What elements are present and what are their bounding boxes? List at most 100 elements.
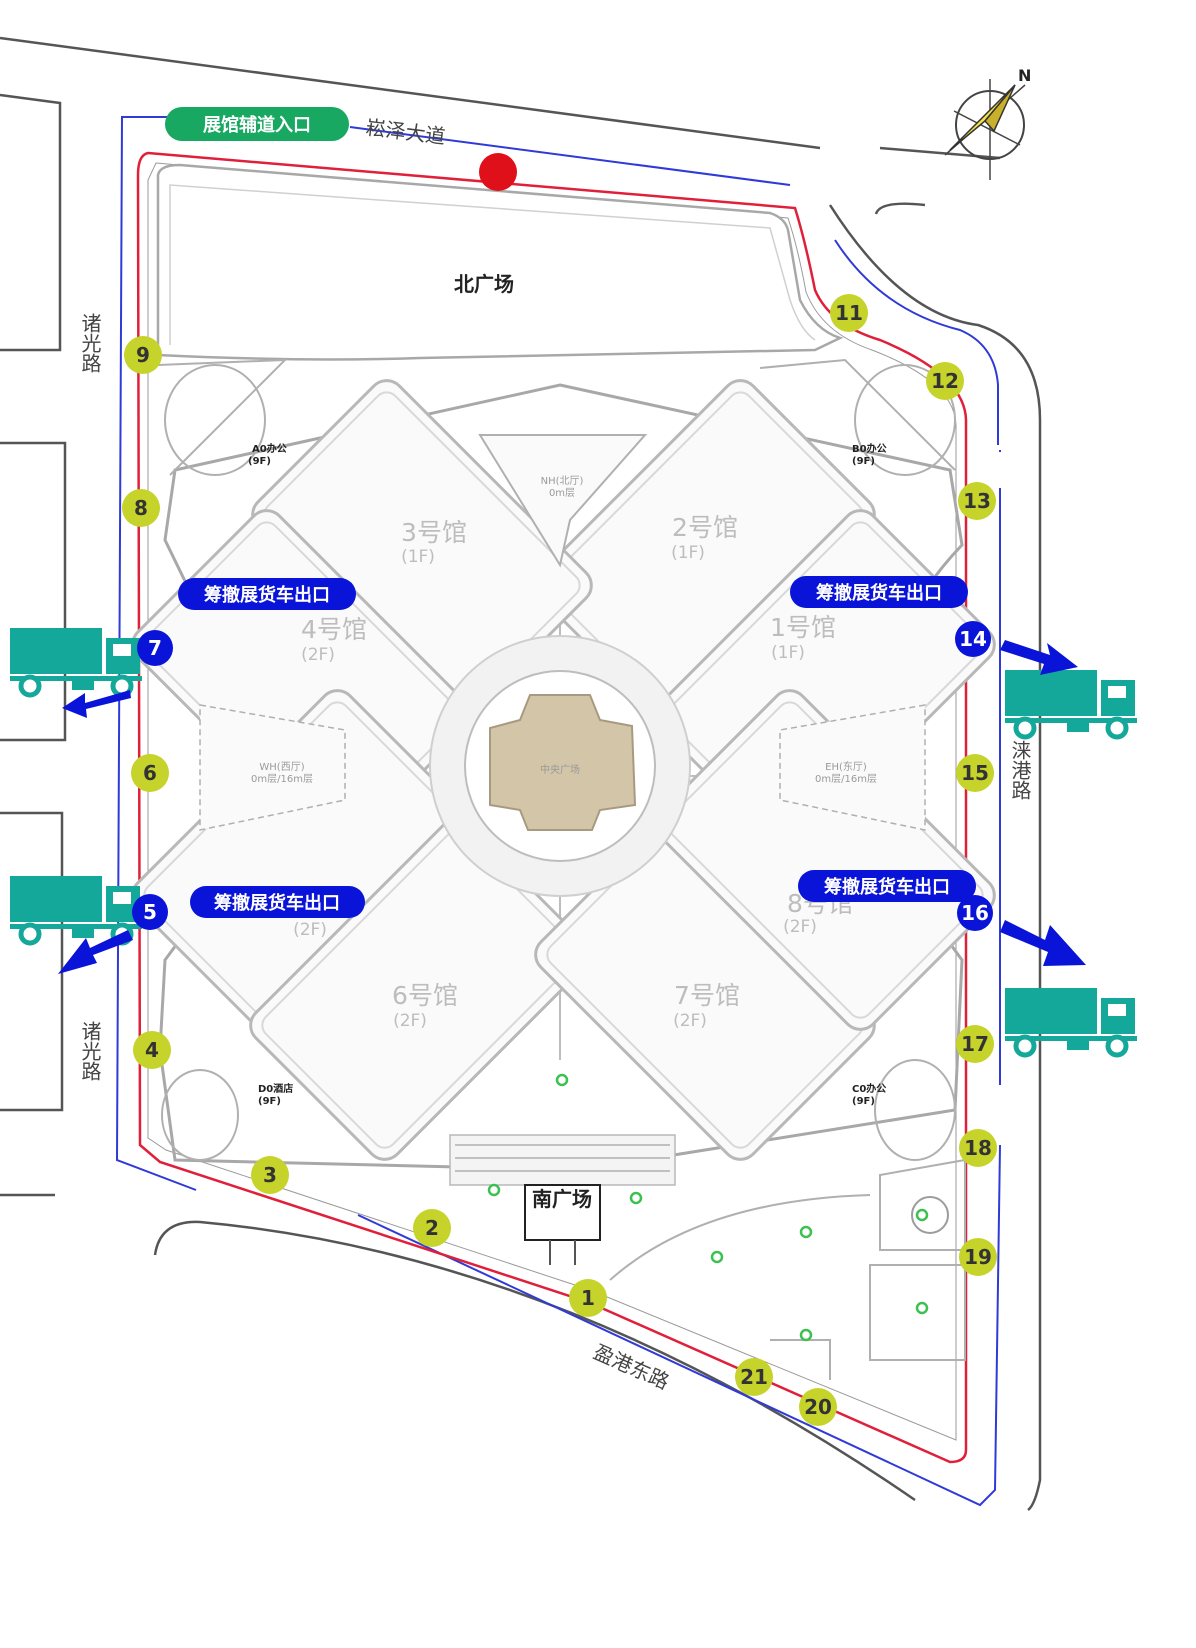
svg-text:15: 15 (961, 761, 989, 785)
hall-6-floor: (2F) (393, 1011, 427, 1031)
hall-3-floor: (1F) (401, 547, 435, 567)
gate-20-marker: 20 (799, 1388, 837, 1426)
west-lobby (199, 704, 346, 831)
svg-text:筹撤展货车出口: 筹撤展货车出口 (824, 876, 950, 898)
gate-8-marker: 8 (122, 489, 160, 527)
north-lobby-label: NH(北厅) (541, 475, 584, 487)
svg-text:2: 2 (425, 1216, 439, 1240)
exit-arrow-icon (1000, 920, 1086, 966)
south-plaza-area (449, 1134, 676, 1265)
gate-21-marker: 21 (735, 1358, 773, 1396)
gate-11-marker: 11 (830, 294, 868, 332)
compass-rose: N (944, 66, 1031, 180)
southeast-parking (609, 1158, 966, 1380)
hall-1-floor: (1F) (771, 643, 805, 663)
gate-4-marker: 4 (133, 1031, 171, 1069)
south-plaza-label: 南广场 (532, 1187, 592, 1211)
west-lobby-label: WH(西厅) (259, 762, 304, 773)
north-plaza (156, 163, 844, 361)
hall-6-name: 6号馆 (392, 981, 458, 1010)
svg-text:21: 21 (740, 1365, 768, 1389)
svg-text:18: 18 (964, 1136, 992, 1160)
gate-15-marker: 15 (956, 754, 994, 792)
east-lobby (779, 704, 926, 831)
gate-14-marker: 14 (955, 621, 991, 657)
truck-exit-label-1: 筹撤展货车出口 (178, 578, 356, 610)
gate-5-marker: 5 (132, 894, 168, 930)
west-lobby-sub: 0m层/16m层 (251, 773, 313, 785)
svg-text:筹撤展货车出口: 筹撤展货车出口 (816, 582, 942, 604)
hall-2-floor: (1F) (671, 543, 705, 563)
north-lobby (478, 434, 648, 568)
office-b-label: B0办公 (852, 442, 887, 455)
small-entrance-markers (487, 1073, 929, 1342)
compass-north-letter: N (1018, 66, 1031, 85)
road-east: 涞港路 (1008, 740, 1032, 800)
road-west-upper: 诸光路 (78, 313, 102, 373)
gate-19-marker: 19 (959, 1238, 997, 1276)
side-road-entrance-label: 展馆辅道入口 (165, 107, 349, 141)
svg-text:16: 16 (961, 901, 989, 925)
gate-6-marker: 6 (131, 754, 169, 792)
hotel-d-label: D0酒店 (258, 1082, 293, 1095)
gate-12-marker: 12 (926, 362, 964, 400)
hall-7-name: 7号馆 (674, 981, 740, 1010)
gate-9-marker: 9 (124, 336, 162, 374)
corner-roads (157, 358, 956, 1161)
road-south: 盈港东路 (590, 1340, 673, 1394)
svg-text:筹撤展货车出口: 筹撤展货车出口 (214, 892, 340, 914)
svg-text:8: 8 (134, 496, 148, 520)
svg-text:9: 9 (136, 343, 150, 367)
svg-text:19: 19 (964, 1245, 992, 1269)
central-plaza (429, 635, 691, 897)
svg-text:20: 20 (804, 1395, 832, 1419)
svg-text:4: 4 (145, 1038, 159, 1062)
exit-arrow-icon (58, 930, 133, 974)
central-plaza-label: 中央广场 (540, 763, 580, 776)
gate-1-marker: 1 (569, 1279, 607, 1317)
truck-icon (1005, 670, 1137, 737)
north-lobby-sub: 0m层 (549, 487, 575, 499)
hall-2-name: 2号馆 (672, 513, 738, 542)
truck-exit-label-3: 筹撤展货车出口 (790, 576, 968, 608)
truck-icon (1005, 988, 1137, 1055)
hotel-d-sub: (9F) (258, 1096, 281, 1107)
svg-text:1: 1 (581, 1286, 595, 1310)
entrance-marker (479, 153, 517, 191)
svg-text:3: 3 (263, 1163, 277, 1187)
office-a-label: A0办公 (252, 442, 287, 455)
svg-text:5: 5 (143, 900, 157, 924)
gate-18-marker: 18 (959, 1129, 997, 1167)
gate-2-marker: 2 (413, 1209, 451, 1247)
gate-13-marker: 13 (958, 482, 996, 520)
outer-roads (0, 36, 1042, 1512)
office-a-sub: (9F) (248, 456, 271, 467)
svg-text:7: 7 (148, 636, 162, 660)
east-lobby-label: EH(东厅) (825, 760, 867, 773)
office-b-sub: (9F) (852, 456, 875, 467)
hall-7-floor: (2F) (673, 1011, 707, 1031)
site-boundary-top (349, 126, 791, 186)
north-plaza-label: 北广场 (454, 272, 514, 296)
truck-icon (10, 628, 142, 695)
svg-text:11: 11 (835, 301, 863, 325)
gate-3-marker: 3 (251, 1156, 289, 1194)
gate-markers-blue: 5 7 14 16 (132, 621, 993, 931)
site-boundary-east (834, 239, 999, 445)
svg-text:17: 17 (961, 1032, 989, 1056)
svg-text:14: 14 (959, 627, 987, 651)
office-c-label: C0办公 (852, 1082, 886, 1095)
truck-exit-label-4: 筹撤展货车出口 (798, 870, 976, 902)
svg-text:展馆辅道入口: 展馆辅道入口 (203, 114, 311, 136)
exit-arrow-icon (1000, 640, 1078, 675)
exit-arrow-icon (62, 690, 131, 718)
gate-7-marker: 7 (137, 630, 173, 666)
truck-exit-label-2: 筹撤展货车出口 (190, 886, 365, 918)
hall-1-name: 1号馆 (770, 613, 836, 642)
hall-4-floor: (2F) (301, 645, 335, 665)
hall-8-floor: (2F) (783, 917, 817, 937)
gate-17-marker: 17 (956, 1025, 994, 1063)
hall-5-floor: (2F) (293, 920, 327, 940)
east-lobby-sub: 0m层/16m层 (815, 773, 877, 785)
